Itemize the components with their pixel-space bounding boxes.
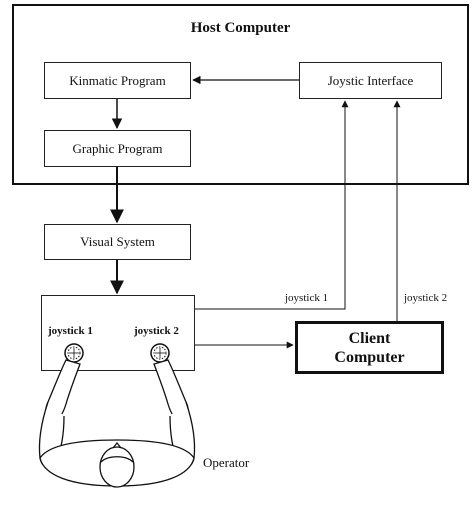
joystick2-knob [151,344,169,362]
operator-figure-icon [39,360,194,487]
joystick1-knob [65,344,83,362]
arrow-joystick1-to-interface [195,101,345,309]
